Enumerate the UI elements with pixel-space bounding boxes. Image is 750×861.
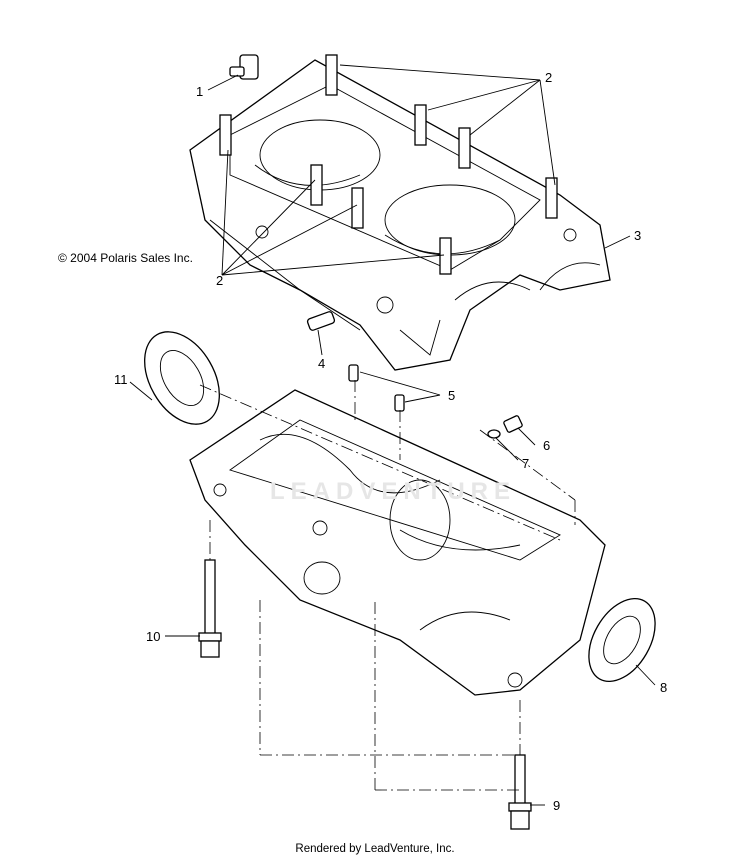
footer-credit: Rendered by LeadVenture, Inc. — [295, 843, 455, 855]
watermark: LEADVENTURE — [270, 478, 517, 505]
bolt-and-washer — [487, 415, 523, 439]
callout-7: 7 — [522, 456, 529, 471]
dowel-pins — [348, 364, 405, 412]
assembly-lines — [199, 380, 576, 791]
callout-labels: 1 2 2 3 4 5 6 7 8 9 10 11 — [114, 70, 667, 813]
lower-crankcase — [189, 389, 606, 696]
callout-10: 10 — [146, 629, 160, 644]
cylinder-studs — [219, 54, 558, 275]
leader-lines — [129, 64, 656, 806]
copyright-text: © 2004 Polaris Sales Inc. — [58, 251, 193, 265]
plug — [306, 311, 336, 331]
elbow-fitting — [229, 54, 259, 80]
callout-8: 8 — [660, 680, 667, 695]
callout-2-bottom: 2 — [216, 273, 223, 288]
long-bolt-left — [198, 559, 222, 658]
callout-2-top: 2 — [545, 70, 552, 85]
callout-6: 6 — [543, 438, 550, 453]
callout-1: 1 — [196, 84, 203, 99]
left-crank-seal — [144, 331, 220, 425]
callout-3: 3 — [634, 228, 641, 243]
callout-9: 9 — [553, 798, 560, 813]
callout-5: 5 — [448, 388, 455, 403]
callout-4: 4 — [318, 356, 325, 371]
right-crank-seal — [588, 597, 656, 683]
long-bolt-right — [508, 754, 532, 830]
callout-11: 11 — [114, 372, 128, 387]
